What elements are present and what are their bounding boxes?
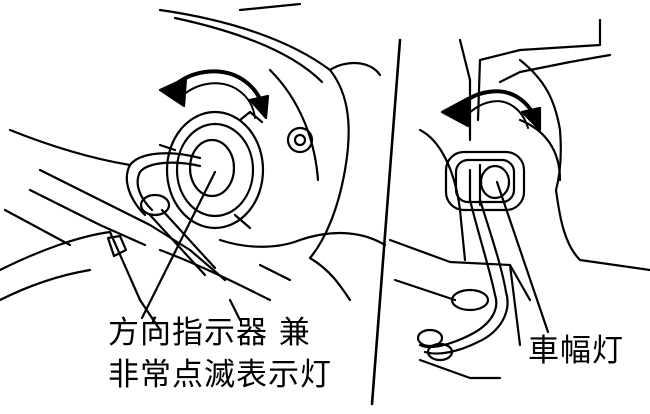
rotate-counterclockwise-arrow-icon — [440, 89, 542, 132]
headlamp-housing — [158, 2, 387, 260]
fastener-clip — [106, 234, 128, 258]
side-marker-housing — [388, 18, 650, 347]
mounting-bolt — [286, 126, 314, 154]
rotate-counterclockwise-arrow-icon — [158, 69, 270, 120]
leader-line-turn-signal — [140, 170, 217, 320]
bumper-and-fender — [0, 128, 352, 332]
leader-line-side-marker — [495, 180, 550, 334]
side-marker-label: 車幅灯 — [528, 333, 624, 369]
turn-signal-socket — [158, 110, 265, 230]
side-marker-wiring — [416, 198, 509, 380]
panel-divider — [370, 38, 402, 406]
side-marker-socket — [444, 150, 526, 212]
turn-signal-label-line2: 非常点滅表示灯 — [108, 357, 332, 393]
turn-signal-label-line1: 方向指示器 兼 — [108, 315, 311, 351]
